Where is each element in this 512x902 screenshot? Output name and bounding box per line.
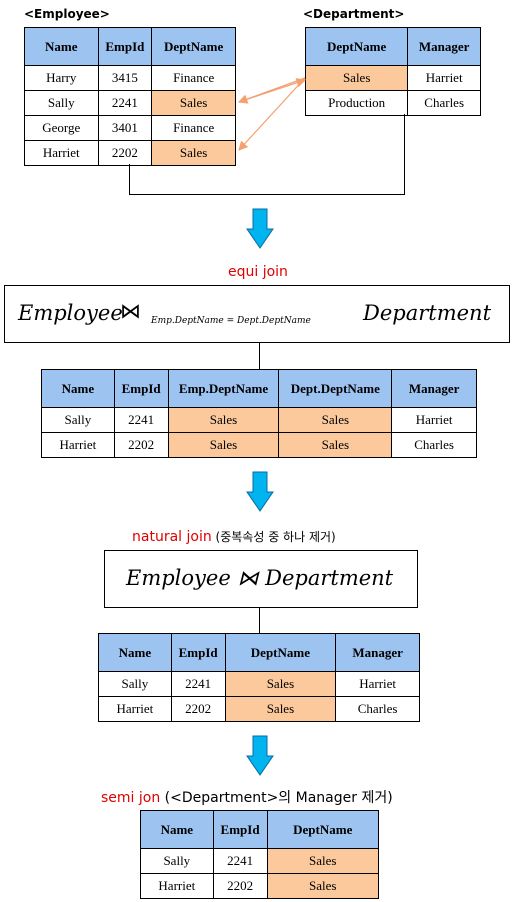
table-row: Harriet 2202 Sales	[140, 873, 379, 899]
table-cell-highlighted: Sales	[224, 696, 337, 722]
column-header: Emp.DeptName	[167, 369, 280, 408]
table-cell: 2241	[170, 671, 226, 697]
table-cell: 2241	[113, 407, 169, 433]
natural-join-label-note: (중복속성 중 하나 제거)	[211, 530, 336, 544]
semi-join-table: Name EmpId DeptName Sally 2241 Sales Har…	[140, 810, 379, 899]
semi-join-label-text: semi jon	[101, 790, 161, 806]
natural-join-table: Name EmpId DeptName Manager Sally 2241 S…	[98, 633, 420, 722]
equi-join-label-text: equi join	[228, 264, 288, 280]
down-arrow-icon	[246, 735, 274, 776]
table-cell-highlighted: Sales	[151, 140, 236, 166]
table-cell: 2202	[113, 432, 169, 458]
column-header: DeptName	[224, 633, 337, 672]
table-row: Production Charles	[304, 90, 481, 116]
table-cell: Harriet	[41, 432, 115, 458]
table-row: Harriet 2202 Sales Sales Charles	[41, 432, 477, 458]
table-header-row: DeptName Manager	[304, 27, 481, 66]
table-cell-highlighted: Sales	[167, 432, 280, 458]
column-header: Dept.DeptName	[278, 369, 393, 408]
table-cell: 2241	[212, 848, 268, 874]
table-cell-highlighted: Sales	[266, 873, 379, 899]
employee-caption: <Employee>	[24, 7, 110, 21]
table-cell-highlighted: Sales	[224, 671, 337, 697]
department-caption: <Department>	[303, 7, 405, 21]
column-header: EmpId	[113, 369, 169, 408]
formula-natural-join: Employee ⋈ Department	[126, 566, 394, 590]
column-header: Name	[98, 633, 172, 672]
table-row: Sally 2241 Sales	[24, 90, 236, 116]
formula-relation-employee: Employee	[18, 301, 123, 325]
table-header-row: Name EmpId Emp.DeptName Dept.DeptName Ma…	[41, 369, 477, 408]
formula-relation-department: Department	[363, 301, 492, 325]
table-row: Harriet 2202 Sales Charles	[98, 696, 420, 722]
table-header-row: Name EmpId DeptName Manager	[98, 633, 420, 672]
table-row: Harry 3415 Finance	[24, 65, 236, 91]
equi-join-table: Name EmpId Emp.DeptName Dept.DeptName Ma…	[41, 369, 477, 458]
natural-join-label: natural join (중복속성 중 하나 제거)	[132, 528, 336, 545]
table-cell: Charles	[407, 90, 481, 116]
table-cell: Harriet	[140, 873, 214, 899]
employee-table: Name EmpId DeptName Harry 3415 Finance S…	[24, 27, 236, 166]
column-header: Name	[140, 810, 214, 849]
table-cell-highlighted: Sales	[167, 407, 280, 433]
table-header-row: Name EmpId DeptName	[140, 810, 379, 849]
equi-join-formula-box: Employee ⋈ Emp.DeptName = Dept.DeptName …	[4, 285, 510, 343]
table-row: Sally 2241 Sales Harriet	[98, 671, 420, 697]
table-cell: 2241	[97, 90, 153, 116]
down-arrow-icon	[246, 208, 274, 249]
table-cell: Sally	[98, 671, 172, 697]
table-cell: Harriet	[24, 140, 99, 166]
table-cell-highlighted: Sales	[304, 65, 409, 91]
table-cell: Charles	[391, 432, 477, 458]
table-cell: Finance	[151, 115, 236, 141]
column-header: DeptName	[151, 27, 236, 66]
table-row: Sally 2241 Sales Sales Harriet	[41, 407, 477, 433]
table-cell: Production	[304, 90, 409, 116]
formula-join-condition: Emp.DeptName = Dept.DeptName	[151, 316, 311, 326]
table-cell: 2202	[212, 873, 268, 899]
table-cell-highlighted: Sales	[266, 848, 379, 874]
table-cell: 3415	[97, 65, 153, 91]
equi-join-label: equi join	[228, 264, 288, 280]
natural-join-label-text: natural join	[132, 529, 212, 545]
join-bracket-line	[129, 114, 405, 195]
table-row: Harriet 2202 Sales	[24, 140, 236, 166]
table-cell-highlighted: Sales	[151, 90, 236, 116]
column-header: Manager	[407, 27, 481, 66]
column-header: EmpId	[97, 27, 153, 66]
table-cell: 2202	[97, 140, 153, 166]
match-arrow-line	[238, 78, 307, 103]
table-cell: Harriet	[407, 65, 481, 91]
column-header: EmpId	[170, 633, 226, 672]
table-cell: Harriet	[98, 696, 172, 722]
semi-join-label: semi jon (<Department>의 Manager 제거)	[101, 787, 393, 807]
match-arrow-line	[238, 77, 306, 151]
table-cell: Charles	[335, 696, 420, 722]
table-cell-highlighted: Sales	[278, 432, 393, 458]
table-cell: George	[24, 115, 99, 141]
table-header-row: Name EmpId DeptName	[24, 27, 236, 66]
semi-join-label-note: (<Department>의 Manager 제거)	[160, 790, 393, 806]
table-cell: Harriet	[335, 671, 420, 697]
table-cell: Harriet	[391, 407, 477, 433]
table-cell: Finance	[151, 65, 236, 91]
natural-join-formula-box: Employee ⋈ Department	[104, 550, 418, 608]
table-cell: 2202	[170, 696, 226, 722]
column-header: Name	[41, 369, 115, 408]
join-symbol-icon: ⋈	[120, 299, 141, 323]
table-cell-highlighted: Sales	[278, 407, 393, 433]
table-row: Sally 2241 Sales	[140, 848, 379, 874]
table-cell: Sally	[140, 848, 214, 874]
column-header: Manager	[391, 369, 477, 408]
column-header: Manager	[335, 633, 420, 672]
table-cell: Sally	[41, 407, 115, 433]
table-row: Sales Harriet	[304, 65, 481, 91]
column-header: DeptName	[304, 27, 409, 66]
column-header: EmpId	[212, 810, 268, 849]
department-table: DeptName Manager Sales Harriet Productio…	[304, 27, 481, 116]
down-arrow-icon	[246, 471, 274, 512]
column-header: DeptName	[266, 810, 379, 849]
